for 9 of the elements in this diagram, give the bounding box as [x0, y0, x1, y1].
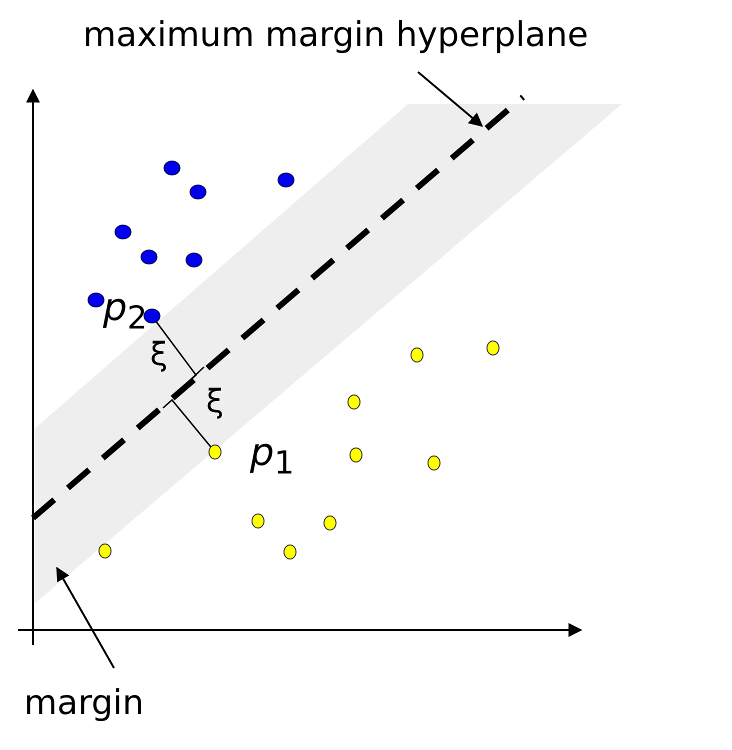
margin-label: margin [24, 686, 144, 720]
leader-arrow [417, 71, 484, 127]
hyperplane-label: maximum margin hyperplane [83, 18, 588, 52]
margin-band [33, 104, 622, 605]
slack-symbol: ξ [206, 385, 224, 417]
point-label: p$_{2}$ [103, 288, 148, 336]
leader-arrow [56, 566, 115, 668]
point-label: p$_{1}$ [250, 433, 294, 480]
slack-symbol: ξ [150, 338, 168, 370]
